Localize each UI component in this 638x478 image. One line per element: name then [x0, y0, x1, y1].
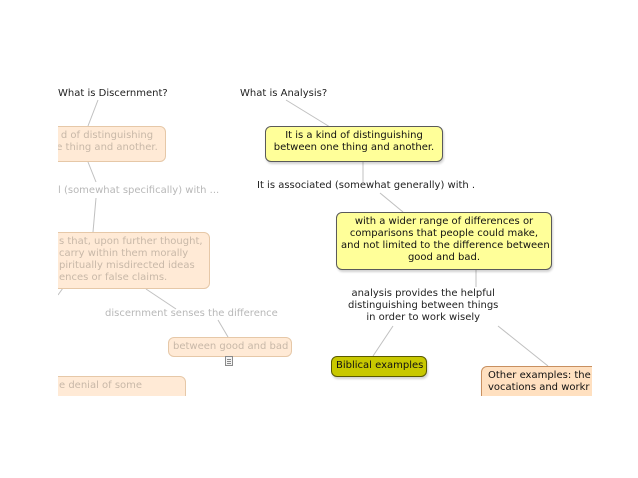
node-text-line: vocations and workr [488, 382, 590, 393]
analysis-association-label[interactable]: It is associated (somewhat generally) wi… [257, 180, 476, 191]
node-text-line: carry within them morally [59, 248, 189, 259]
node-text-line: between one thing and another. [273, 142, 435, 153]
connector-line [87, 161, 97, 183]
label-text-line: in order to work wisely [366, 312, 481, 323]
label-text-line: distinguishing between things [348, 300, 499, 311]
node-text-line: piritually misdirected ideas [59, 260, 195, 271]
node-text-line: e denial of some [59, 380, 143, 391]
analysis-range-node[interactable]: with a wider range of differences or com… [336, 212, 552, 270]
analysis-purpose-label[interactable]: analysis provides the helpful distinguis… [348, 288, 498, 324]
analysis-question[interactable]: What is Analysis? [240, 88, 328, 99]
node-text-line: comparisons that people could make, [349, 228, 539, 239]
node-text-line: and not limited to the difference betwee… [341, 240, 550, 251]
other-examples-node[interactable]: Other examples: the vocations and workr [481, 366, 592, 396]
node-text-line: s that, upon further thought, [59, 236, 203, 247]
node-text-line: It is a kind of distinguishing [285, 130, 423, 141]
node-text-line: Biblical examples [336, 360, 424, 371]
node-text-line: d of distinguishing [60, 130, 154, 141]
node-text-line: with a wider range of differences or [354, 216, 534, 227]
connector-line [372, 325, 394, 357]
node-text-line: e thing and another. [58, 142, 158, 153]
discernment-concern-node[interactable]: s that, upon further thought, carry with… [58, 232, 210, 289]
discernment-association-label[interactable]: l (somewhat specifically) with ... [58, 185, 220, 196]
discernment-senses-label[interactable]: discernment senses the difference [105, 308, 278, 319]
connector-line [379, 192, 404, 213]
discernment-denial-node[interactable]: e denial of some [58, 376, 186, 396]
connector-line [92, 197, 97, 233]
connector-line [145, 288, 177, 310]
connector-line [497, 325, 549, 367]
node-text-line: Other examples: the [488, 370, 591, 381]
mind-map-canvas[interactable]: What is Discernment? d of distinguishing… [58, 80, 592, 396]
note-icon[interactable] [225, 356, 233, 366]
connector-line [285, 99, 331, 128]
node-text-line: between good and bad [173, 341, 289, 352]
good-bad-node[interactable]: between good and bad [168, 337, 292, 357]
label-text-line: analysis provides the helpful [351, 288, 495, 299]
connector-line [87, 99, 99, 127]
node-text-line: ences or false claims. [59, 272, 168, 283]
discernment-question[interactable]: What is Discernment? [58, 88, 168, 99]
connector-line [217, 319, 229, 338]
discernment-definition-node[interactable]: d of distinguishing e thing and another. [58, 126, 166, 162]
analysis-definition-node[interactable]: It is a kind of distinguishing between o… [265, 126, 443, 162]
biblical-examples-node[interactable]: Biblical examples [331, 356, 427, 377]
node-text-line: good and bad. [407, 252, 481, 263]
